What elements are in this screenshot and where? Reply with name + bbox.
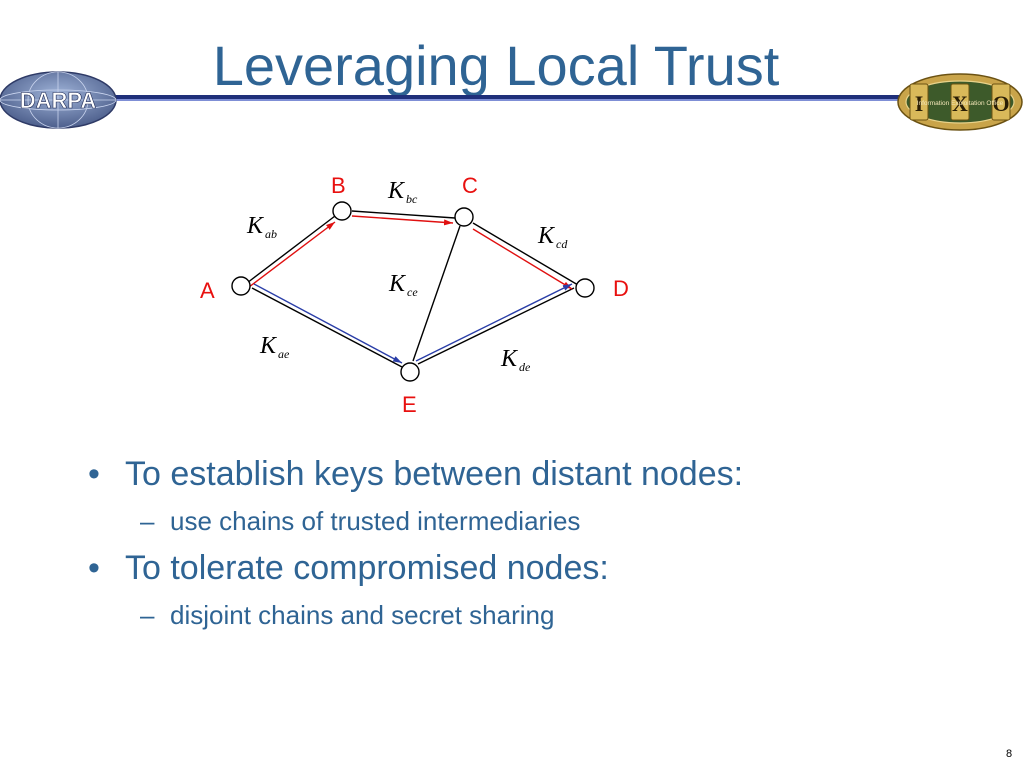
ixo-seal-logo: I X O Information Exploitation Office (897, 73, 1023, 131)
slide-title: Leveraging Local Trust (212, 34, 780, 97)
sub-bullet-text: use chains of trusted intermediaries (170, 506, 581, 536)
bullet-text: To tolerate compromised nodes: (125, 549, 609, 587)
seal-letter-x: X (952, 91, 968, 116)
bullet-list: • To establish keys between distant nodes… (88, 454, 988, 642)
edge-c-e (412, 225, 461, 362)
bullet-item: • To tolerate compromised nodes: (88, 548, 988, 588)
node-label-e: E (402, 392, 417, 417)
chain-arrow-a-e (253, 283, 403, 364)
bullet-text: To establish keys between distant nodes: (125, 455, 744, 493)
bullet-dot-icon: • (88, 455, 100, 493)
sub-bullet-item: –disjoint chains and secret sharing (88, 598, 988, 632)
edge-a-e (251, 287, 403, 368)
darpa-globe-icon (0, 71, 117, 129)
edge-e-d (417, 287, 575, 365)
node-a (231, 276, 251, 296)
node-label-d: D (613, 276, 629, 301)
sub-bullet-item: –use chains of trusted intermediaries (88, 504, 988, 538)
node-b (332, 201, 352, 221)
ixo-office-seal-icon (897, 73, 1023, 131)
darpa-logo: DARPA (0, 71, 117, 129)
node-e (400, 362, 420, 382)
node-d (575, 278, 595, 298)
edge-b-c (351, 210, 456, 219)
chain-arrow-a-b (248, 221, 336, 288)
bullet-item: • To establish keys between distant nodes… (88, 454, 988, 494)
title-rule (100, 95, 912, 99)
darpa-logo-text: DARPA (20, 88, 97, 113)
edge-c-d (472, 222, 579, 286)
dash-icon: – (140, 506, 155, 536)
seal-letter-o: O (992, 91, 1009, 116)
seal-letter-i: I (915, 91, 924, 116)
node-label-b: B (331, 173, 346, 198)
bullet-dot-icon: • (88, 549, 100, 587)
node-c (454, 207, 474, 227)
page-number: 8 (1006, 748, 1013, 760)
node-label-a: A (200, 278, 215, 303)
sub-bullet-text: disjoint chains and secret sharing (170, 600, 555, 630)
chain-arrow-b-c (351, 215, 454, 226)
dash-icon: – (140, 600, 155, 630)
edge-a-b (246, 215, 336, 284)
node-label-c: C (462, 173, 478, 198)
title-rule-highlight (100, 99, 912, 101)
chain-arrow-c-d (472, 228, 573, 290)
chain-arrow-e-d (415, 283, 573, 362)
seal-office-text: Information Exploitation Office (917, 100, 1004, 107)
